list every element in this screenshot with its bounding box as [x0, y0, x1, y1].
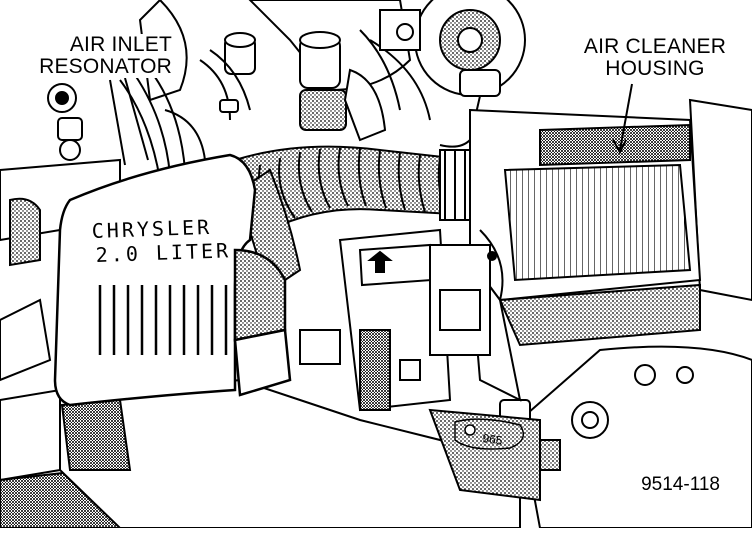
- resonator-label-line1: AIR INLET: [69, 33, 172, 56]
- housing-leader-arrow: [612, 139, 627, 155]
- housing-label-line1: AIR CLEANER: [583, 35, 727, 58]
- resonator-wiring: [119, 69, 206, 181]
- top-caps: [199, 31, 501, 148]
- resonator-label-line2: RESONATOR: [39, 55, 172, 78]
- air-cleaner-housing-label: AIR CLEANER HOUSING: [560, 36, 750, 80]
- housing-leader: [619, 83, 633, 151]
- housing-label-line2: HOUSING: [605, 57, 705, 80]
- figure-number: 9514-118: [639, 474, 722, 496]
- part-marking-text: 965: [482, 431, 504, 448]
- cover-engine-text: 2.0 LITER: [95, 238, 231, 267]
- resonator-leader-1: [109, 79, 126, 166]
- lower-shield: [59, 378, 541, 529]
- resonator-leader-2: [124, 77, 149, 161]
- part-marking-tag: 965: [454, 418, 525, 450]
- cover-lettering: CHRYSLER 2.0 LITER: [91, 215, 231, 267]
- air-inlet-resonator-label: AIR INLET RESONATOR: [22, 34, 172, 78]
- center-bracket: [299, 228, 504, 412]
- leader-lines: [109, 77, 633, 166]
- engine-cover: [53, 153, 292, 407]
- cover-brand-text: CHRYSLER: [91, 215, 212, 243]
